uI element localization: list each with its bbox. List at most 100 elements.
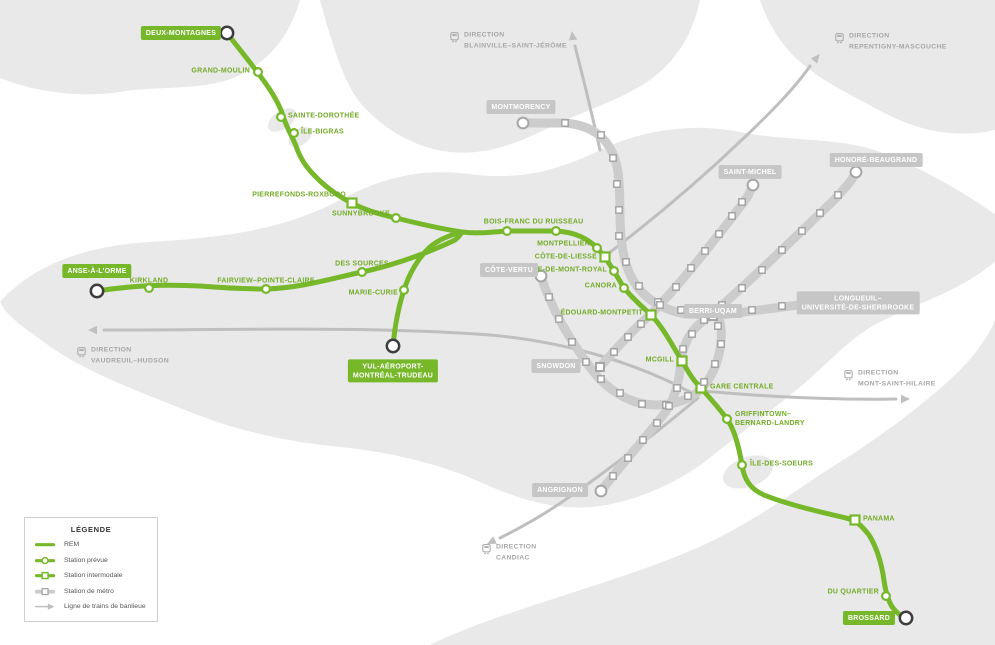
legend: LÉGENDE REM Station prévue Station inter… xyxy=(24,517,158,622)
metro-station-tick xyxy=(609,154,617,162)
rem-planned-station-marker xyxy=(391,213,402,224)
metro-terminus-marker xyxy=(746,178,760,192)
rem-terminus-marker xyxy=(89,283,105,299)
metro-station-tick xyxy=(656,301,664,309)
rem-line-west-branch xyxy=(94,229,465,294)
metro-station-tick xyxy=(616,389,624,397)
legend-item-label: Station prévue xyxy=(64,556,108,564)
rem-planned-station-marker xyxy=(357,267,368,278)
land-shape-north-east xyxy=(760,0,995,134)
metro-station-tick xyxy=(687,264,695,272)
legend-item-label: Station intermodale xyxy=(64,572,123,579)
metro-station-tick xyxy=(748,306,756,314)
metro-station-tick xyxy=(597,131,605,139)
metro-station-tick xyxy=(798,227,806,235)
rem-intermodal-station-marker xyxy=(346,197,358,209)
metro-station-tick xyxy=(688,330,696,338)
metro-terminus-marker xyxy=(516,116,530,130)
commuter-arrowhead-mascouche xyxy=(810,54,820,64)
commuter-line-mascouche xyxy=(603,64,812,258)
metro-station-tick xyxy=(622,258,630,266)
legend-item-label: Ligne de trains de banlieue xyxy=(64,603,146,610)
rem-planned-station-marker xyxy=(399,285,410,296)
metro-station-tick xyxy=(638,400,646,408)
metro-station-tick xyxy=(684,392,692,400)
rem-intermodal-station-marker xyxy=(849,514,861,526)
metro-terminus-marker xyxy=(594,484,608,498)
legend-item-station-prevue: Station prévue xyxy=(34,555,148,566)
metro-station-tick xyxy=(778,302,786,310)
rem-planned-station-marker xyxy=(550,226,561,237)
metro-terminus-marker xyxy=(805,297,819,311)
metro-station-tick xyxy=(778,246,786,254)
rem-planned-station-marker xyxy=(261,284,272,295)
metro-terminus-marker xyxy=(534,269,548,283)
land-shape-montreal-island xyxy=(0,127,995,508)
metro-station-tick xyxy=(758,266,766,274)
metro-station-tick xyxy=(834,191,842,199)
metro-station-tick xyxy=(677,306,685,314)
metro-station-tick xyxy=(613,180,621,188)
metro-station-tick xyxy=(639,436,647,444)
rem-planned-station-marker xyxy=(253,66,264,77)
metro-station-tick xyxy=(624,333,632,341)
rem-line-swatch-icon xyxy=(34,543,56,547)
metro-station-tick xyxy=(738,284,746,292)
metro-station-tick xyxy=(637,320,645,328)
legend-item-station-metro: Station de métro xyxy=(34,586,148,597)
metro-station-tick xyxy=(615,232,623,240)
metro-station-tick xyxy=(715,230,723,238)
legend-item-station-intermodale: Station intermodale xyxy=(34,570,148,581)
metro-station-tick xyxy=(701,247,709,255)
rem-planned-station-marker xyxy=(608,266,619,277)
commuter-line-swatch-icon xyxy=(34,603,55,610)
metro-station-tick xyxy=(673,384,681,392)
rem-terminus-marker xyxy=(898,610,914,626)
land-shape-south-shore xyxy=(430,320,995,645)
metro-station-tick xyxy=(582,358,590,366)
metro-station-tick xyxy=(679,345,687,353)
rem-planned-station-marker xyxy=(502,226,513,237)
rem-planned-station-marker xyxy=(721,414,732,425)
metro-station-swatch-icon xyxy=(34,587,56,595)
metro-station-tick xyxy=(672,283,680,291)
rem-planned-station-marker xyxy=(618,283,629,294)
land-shape-nuns-island xyxy=(723,455,773,489)
rem-planned-station-marker xyxy=(736,460,747,471)
legend-item-rem: REM xyxy=(34,539,148,550)
intermodal-station-swatch-icon xyxy=(34,571,56,580)
metro-station-tick xyxy=(700,316,708,324)
rem-planned-station-marker xyxy=(591,243,602,254)
legend-item-train-banlieue: Ligne de trains de banlieue xyxy=(34,601,148,612)
rem-planned-station-marker xyxy=(276,111,287,122)
rem-planned-station-marker xyxy=(880,590,891,601)
metro-station-tick xyxy=(711,360,719,368)
land-shape-north-west xyxy=(0,0,300,95)
metro-station-tick xyxy=(717,340,725,348)
rem-line-airport-branch xyxy=(390,230,461,349)
metro-station-tick xyxy=(610,348,618,356)
commuter-arrowhead-saint-jerome xyxy=(568,31,578,41)
rem-planned-station-marker xyxy=(144,283,155,294)
commuter-arrowhead-vaudreuil-hudson xyxy=(88,325,97,335)
metro-station-tick xyxy=(728,212,736,220)
land-shape-laval xyxy=(320,0,700,153)
metro-station-tick xyxy=(665,402,673,410)
rem-terminus-marker xyxy=(219,25,235,41)
metro-station-marker xyxy=(595,362,605,372)
metro-station-tick xyxy=(700,378,708,386)
metro-station-tick xyxy=(635,282,643,290)
metro-station-tick xyxy=(597,375,605,383)
metro-station-tick xyxy=(816,209,824,217)
metro-line-orange xyxy=(518,118,726,410)
planned-station-swatch-icon xyxy=(34,556,56,564)
metro-station-tick xyxy=(718,301,726,309)
metro-station-marker xyxy=(708,311,718,321)
rem-terminus-marker xyxy=(385,338,401,354)
metro-station-tick xyxy=(568,338,576,346)
rem-intermodal-station-marker xyxy=(599,251,611,263)
metro-terminus-marker xyxy=(849,165,863,179)
